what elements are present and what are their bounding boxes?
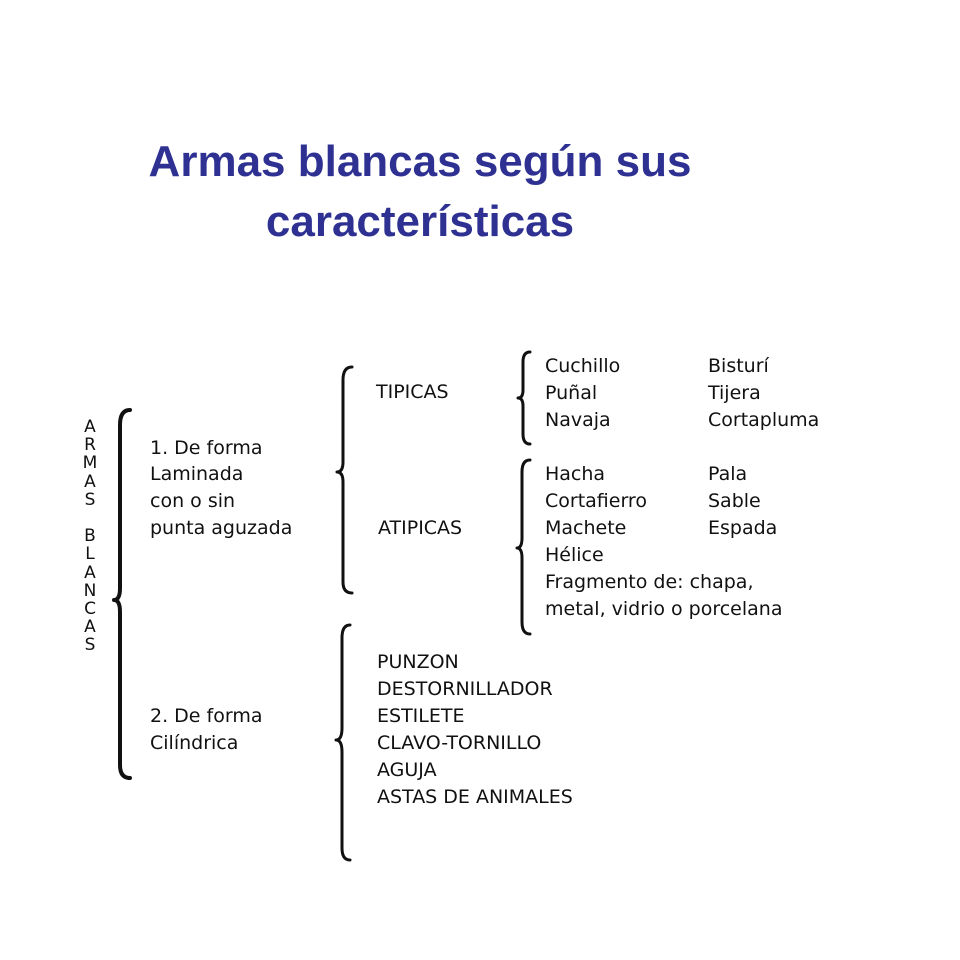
cilindrica-item: PUNZON	[377, 651, 459, 673]
group2-line-2: Cilíndrica	[150, 732, 239, 754]
group2-brace	[334, 623, 352, 862]
cilindrica-item: CLAVO-TORNILLO	[377, 732, 542, 754]
tipicas-label: TIPICAS	[376, 381, 449, 403]
atipicas-brace	[515, 458, 532, 636]
tipicas-brace	[516, 350, 532, 446]
root-label-armas-blancas: A R M A S B L A N C A S	[82, 417, 98, 656]
atipicas-item: Machete	[545, 517, 627, 539]
tipicas-item: Tijera	[708, 382, 761, 404]
atipicas-extra: metal, vidrio o porcelana	[545, 598, 783, 620]
group1-brace	[335, 365, 354, 595]
atipicas-extra: Fragmento de: chapa,	[545, 571, 754, 593]
cilindrica-item: ESTILETE	[377, 705, 465, 727]
group1-line-3: con o sin	[150, 490, 236, 512]
atipicas-item: Espada	[708, 517, 778, 539]
atipicas-item: Cortafierro	[545, 490, 647, 512]
atipicas-item: Sable	[708, 490, 761, 512]
cilindrica-item: DESTORNILLADOR	[377, 678, 553, 700]
tipicas-item: Navaja	[545, 409, 611, 431]
root-brace	[112, 408, 132, 780]
cilindrica-item: ASTAS DE ANIMALES	[377, 786, 573, 808]
group1-line-2: Laminada	[150, 463, 244, 485]
group1-line-1: 1. De forma	[150, 437, 263, 459]
tipicas-item: Cuchillo	[545, 355, 621, 377]
cilindrica-item: AGUJA	[377, 759, 437, 781]
tipicas-item: Puñal	[545, 382, 598, 404]
title-line-2: características	[265, 197, 575, 246]
group1-line-4: punta aguzada	[150, 517, 293, 539]
atipicas-label: ATIPICAS	[378, 517, 463, 539]
atipicas-extra: Hélice	[545, 544, 604, 566]
title-line-1: Armas blancas según sus	[148, 137, 692, 186]
atipicas-item: Pala	[708, 463, 748, 485]
atipicas-item: Hacha	[545, 463, 606, 485]
tipicas-item: Bisturí	[708, 355, 769, 377]
tipicas-item: Cortapluma	[708, 409, 820, 431]
group2-line-1: 2. De forma	[150, 705, 263, 727]
